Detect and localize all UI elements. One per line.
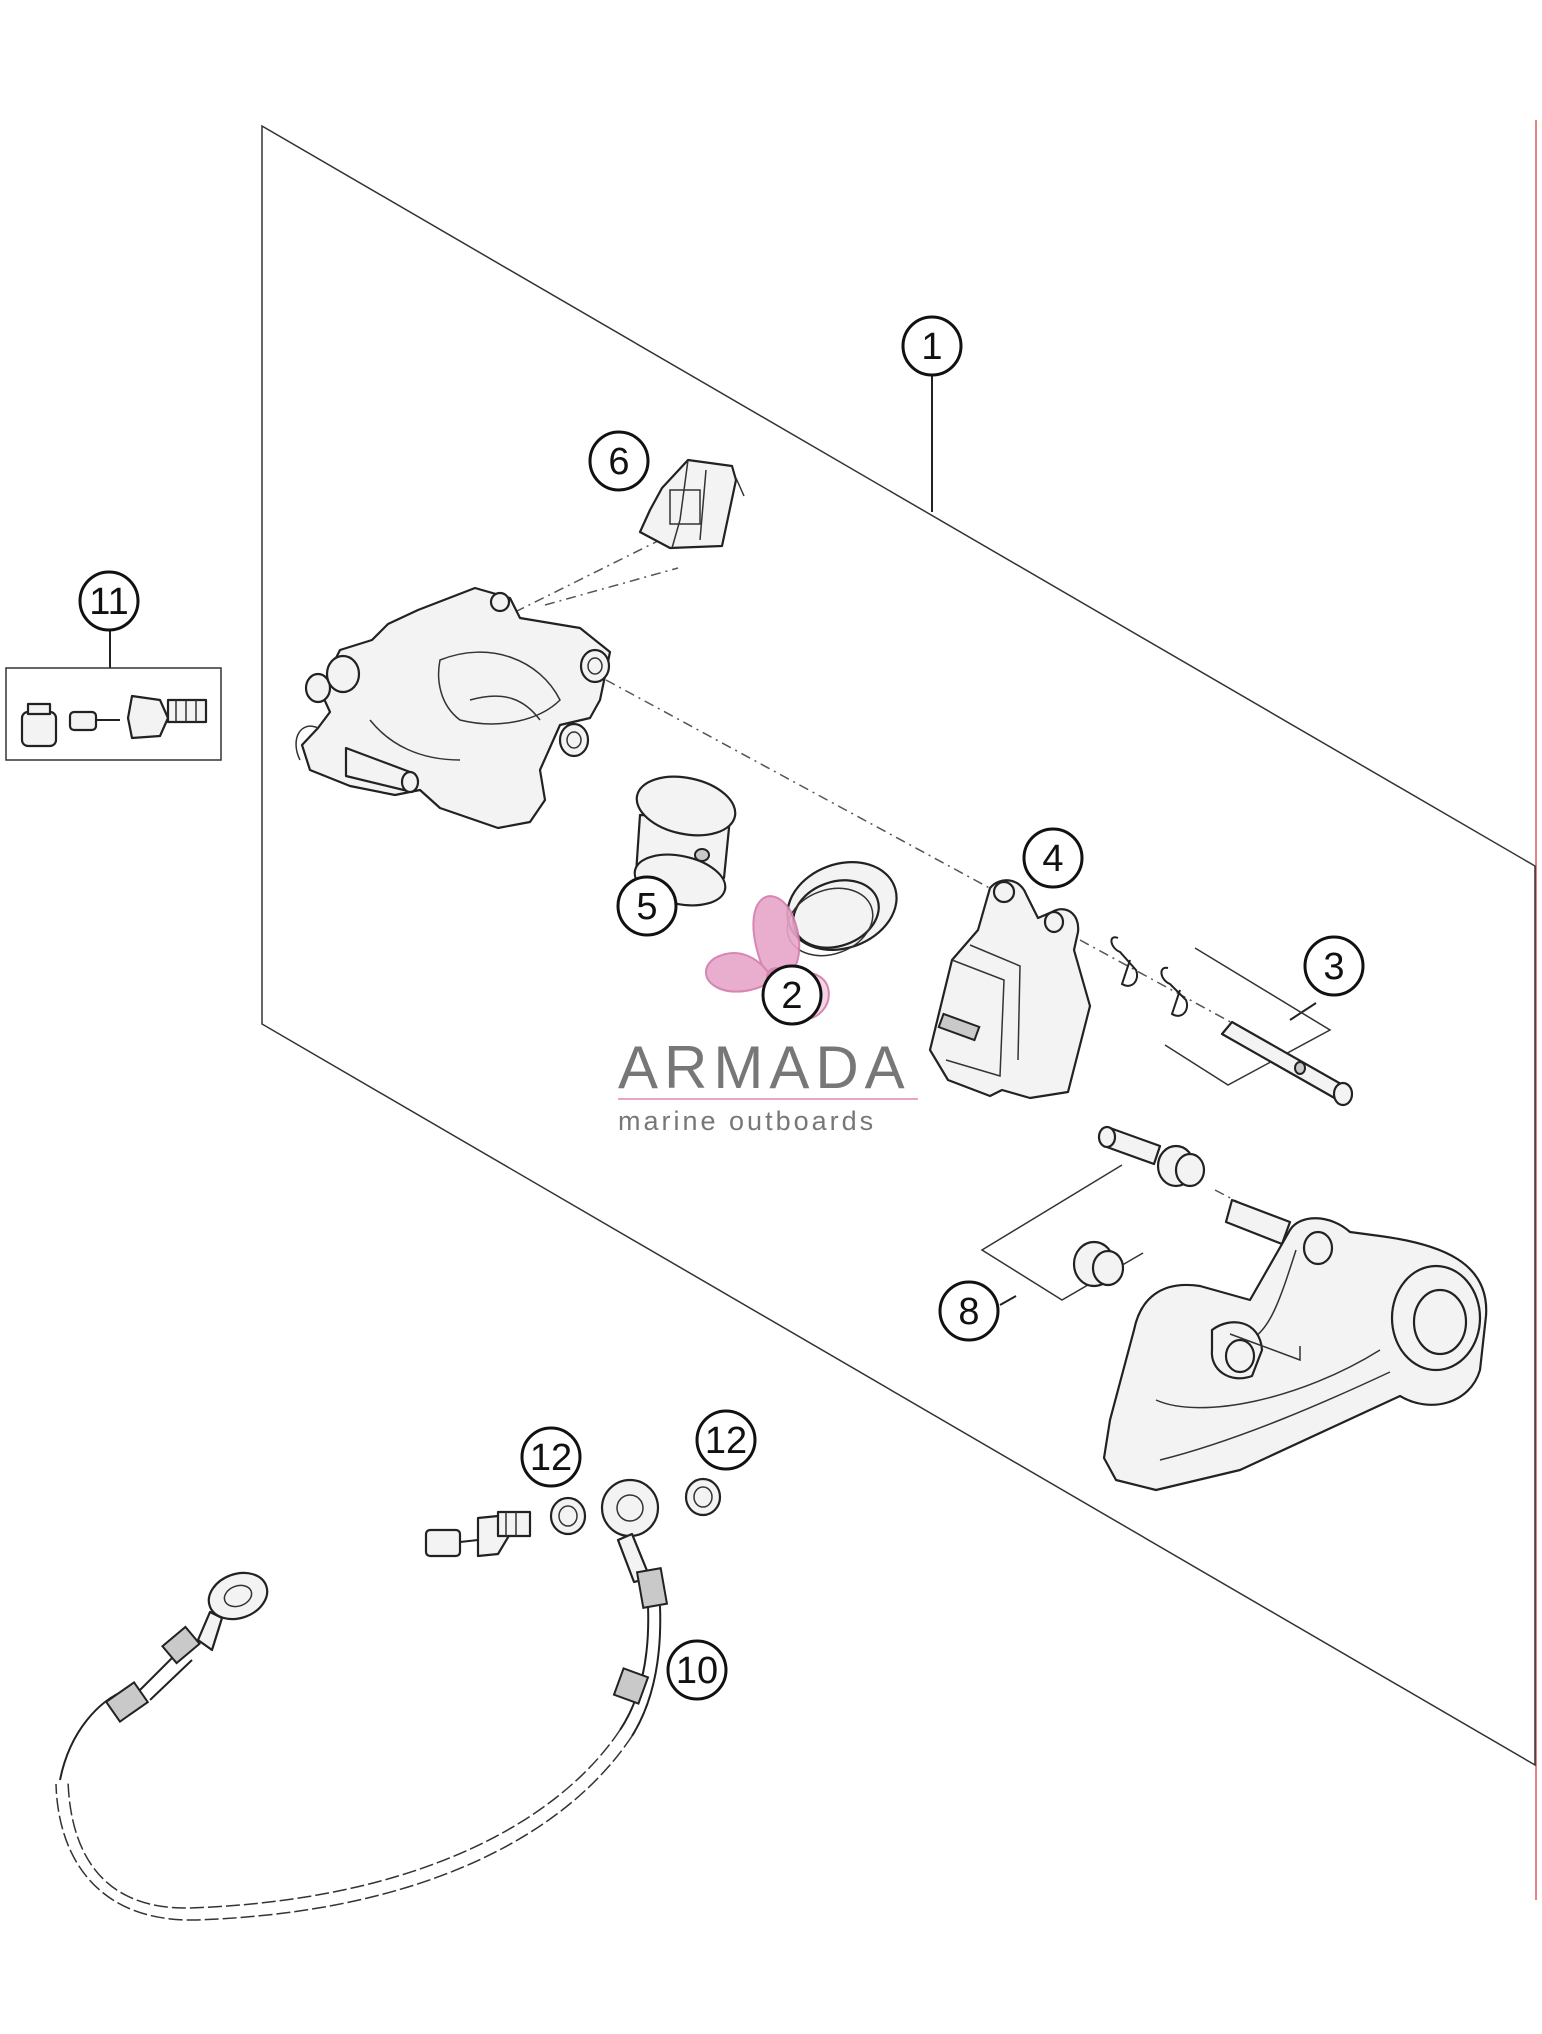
brand-tagline: marine outboards xyxy=(618,1106,876,1136)
callouts: 1 6 11 4 5 3 2 8 xyxy=(78,315,1365,1701)
svg-text:1: 1 xyxy=(921,326,942,368)
brake-pads xyxy=(928,879,1092,1100)
callout-12-left: 12 xyxy=(520,1426,582,1488)
callout-2: 2 xyxy=(761,964,823,1026)
svg-text:6: 6 xyxy=(608,441,629,483)
brake-hose-assembly xyxy=(55,1477,722,1921)
svg-text:3: 3 xyxy=(1323,946,1344,988)
svg-text:8: 8 xyxy=(958,1291,979,1333)
pad-spring xyxy=(638,458,745,550)
callout-12-right: 12 xyxy=(695,1409,757,1471)
guide-pins-and-boots xyxy=(1072,1125,1292,1288)
callout-5: 5 xyxy=(616,875,678,937)
svg-text:12: 12 xyxy=(530,1437,572,1479)
caliper-bracket xyxy=(1102,1217,1488,1492)
pin-and-clips xyxy=(1110,936,1354,1107)
brake-caliper xyxy=(295,586,612,830)
svg-text:5: 5 xyxy=(636,886,657,928)
kit-outline xyxy=(261,124,1536,1767)
callout-4: 4 xyxy=(1022,827,1084,889)
callout-6: 6 xyxy=(588,430,650,492)
brand-watermark: ARMADA marine outboards xyxy=(618,895,918,1136)
bleed-valve-kit xyxy=(5,667,222,761)
svg-text:4: 4 xyxy=(1042,838,1063,880)
callout-11: 11 xyxy=(78,570,140,632)
svg-text:11: 11 xyxy=(89,581,128,623)
brand-name: ARMADA xyxy=(618,1034,911,1101)
callout-10: 10 xyxy=(666,1639,728,1701)
callout-3: 3 xyxy=(1303,935,1365,997)
svg-text:10: 10 xyxy=(676,1650,718,1692)
piston-seal xyxy=(786,861,898,957)
svg-text:2: 2 xyxy=(781,975,802,1017)
svg-text:12: 12 xyxy=(705,1420,747,1462)
callout-1: 1 xyxy=(901,315,963,377)
callout-8: 8 xyxy=(938,1280,1000,1342)
